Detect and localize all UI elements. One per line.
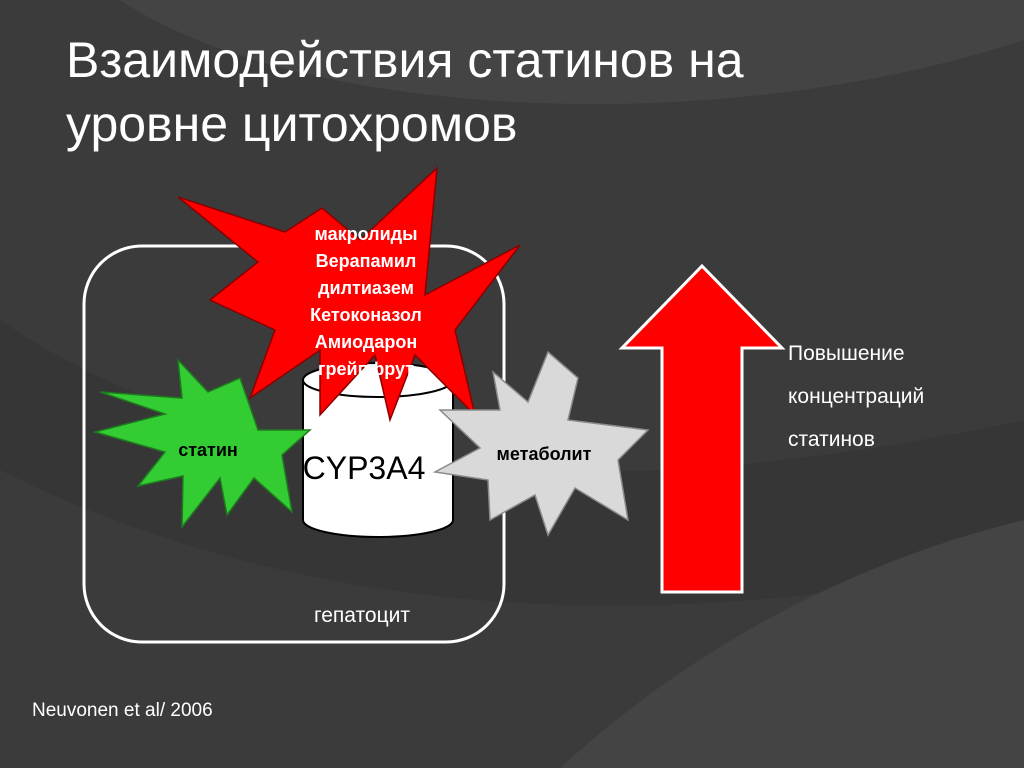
inhibitor-item: Верапамил xyxy=(316,251,417,271)
slide-title-line2: уровне цитохромов xyxy=(66,96,518,152)
statin-burst xyxy=(92,357,312,530)
inhibitor-item: дилтиазем xyxy=(318,278,414,298)
effect-note-line: концентраций xyxy=(788,385,925,408)
metabolite-burst xyxy=(432,350,650,537)
inhibitor-item: Кетоконазол xyxy=(310,305,422,325)
hepatocyte-label: гепатоцит xyxy=(314,604,410,627)
effect-note: Повышение концентраций статинов xyxy=(788,332,988,461)
effect-note-line: Повышение xyxy=(788,342,905,365)
increase-arrow xyxy=(618,263,786,594)
inhibitor-item: грейпфрут xyxy=(318,359,414,379)
inhibitor-item: Амиодарон xyxy=(315,332,417,352)
inhibitor-item: макролиды xyxy=(315,224,418,244)
metabolite-label: метаболит xyxy=(497,444,592,464)
slide-title: Взаимодействия статинов на уровне цитохр… xyxy=(66,28,966,156)
statin-label: статин xyxy=(178,440,238,460)
citation: Neuvonen et al/ 2006 xyxy=(32,700,213,721)
bg-curve-top xyxy=(120,0,1024,105)
enzyme-label: CYP3A4 xyxy=(303,450,426,486)
bg-curve-middle xyxy=(0,320,1024,606)
effect-note-line: статинов xyxy=(788,428,875,451)
inhibitor-burst xyxy=(177,166,521,423)
enzyme-cylinder-body xyxy=(302,379,454,538)
bg-curve-bottom-right xyxy=(560,520,1024,768)
slide-title-line1: Взаимодействия статинов на xyxy=(66,32,744,88)
